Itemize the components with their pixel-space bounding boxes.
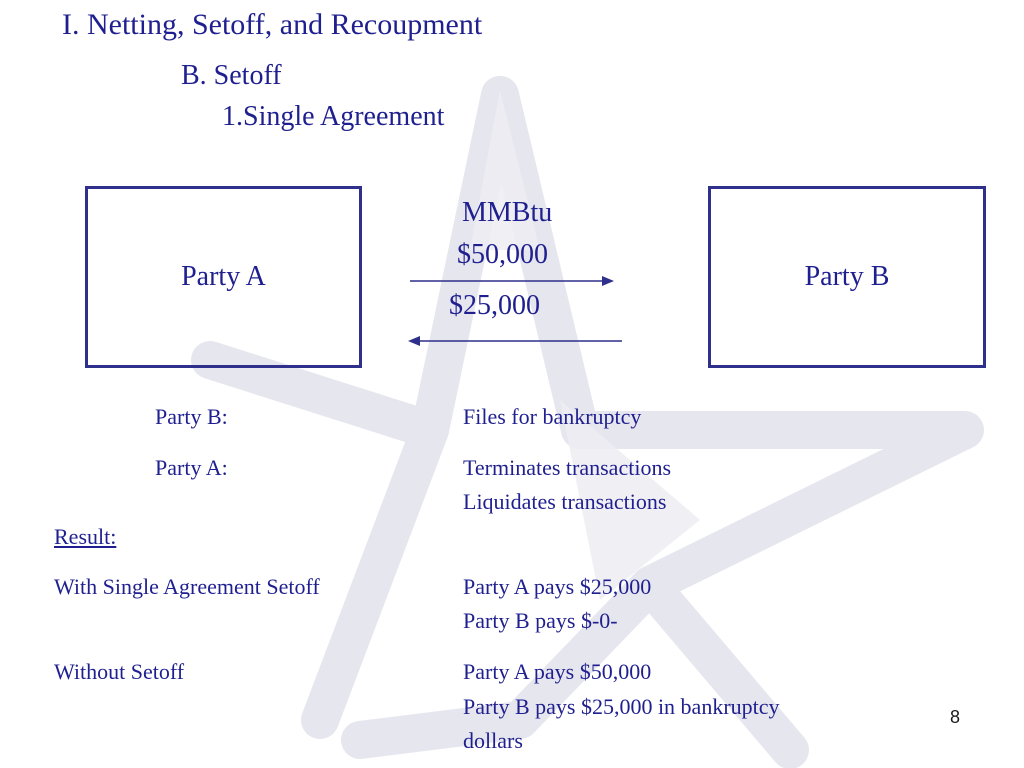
party-a-label: Party A bbox=[181, 261, 266, 292]
event-party-b: Party B: bbox=[155, 404, 228, 429]
event-party-a-action-2: Liquidates transactions bbox=[463, 489, 667, 514]
event-party-a-action-1: Terminates transactions bbox=[463, 455, 672, 480]
with-setoff-line-1: Party A pays $25,000 bbox=[463, 574, 652, 599]
section-heading: B. Setoff bbox=[181, 60, 282, 91]
with-setoff-label: With Single Agreement Setoff bbox=[54, 574, 320, 599]
party-a-box: Party A bbox=[85, 186, 362, 368]
slide-title: I. Netting, Setoff, and Recoupment bbox=[62, 8, 483, 41]
arrow-right-icon bbox=[410, 276, 614, 286]
result-label: Result: bbox=[54, 524, 117, 549]
with-setoff-line-2: Party B pays $-0- bbox=[463, 608, 618, 633]
amount-bottom-label: $25,000 bbox=[449, 290, 540, 321]
arrow-left-icon bbox=[408, 336, 622, 346]
event-party-a: Party A: bbox=[155, 455, 228, 480]
commodity-label: MMBtu bbox=[462, 197, 553, 228]
party-b-box: Party B bbox=[708, 186, 986, 368]
without-setoff-label: Without Setoff bbox=[54, 659, 185, 684]
without-setoff-line-2: Party B pays $25,000 in bankruptcy bbox=[463, 694, 780, 719]
subsection-heading: 1.Single Agreement bbox=[222, 101, 445, 132]
without-setoff-line-1: Party A pays $50,000 bbox=[463, 659, 652, 684]
event-party-b-action: Files for bankruptcy bbox=[463, 404, 642, 429]
without-setoff-line-3: dollars bbox=[463, 728, 523, 753]
party-b-label: Party B bbox=[804, 261, 890, 292]
page-number: 8 bbox=[950, 707, 961, 727]
amount-top-label: $50,000 bbox=[457, 239, 548, 270]
